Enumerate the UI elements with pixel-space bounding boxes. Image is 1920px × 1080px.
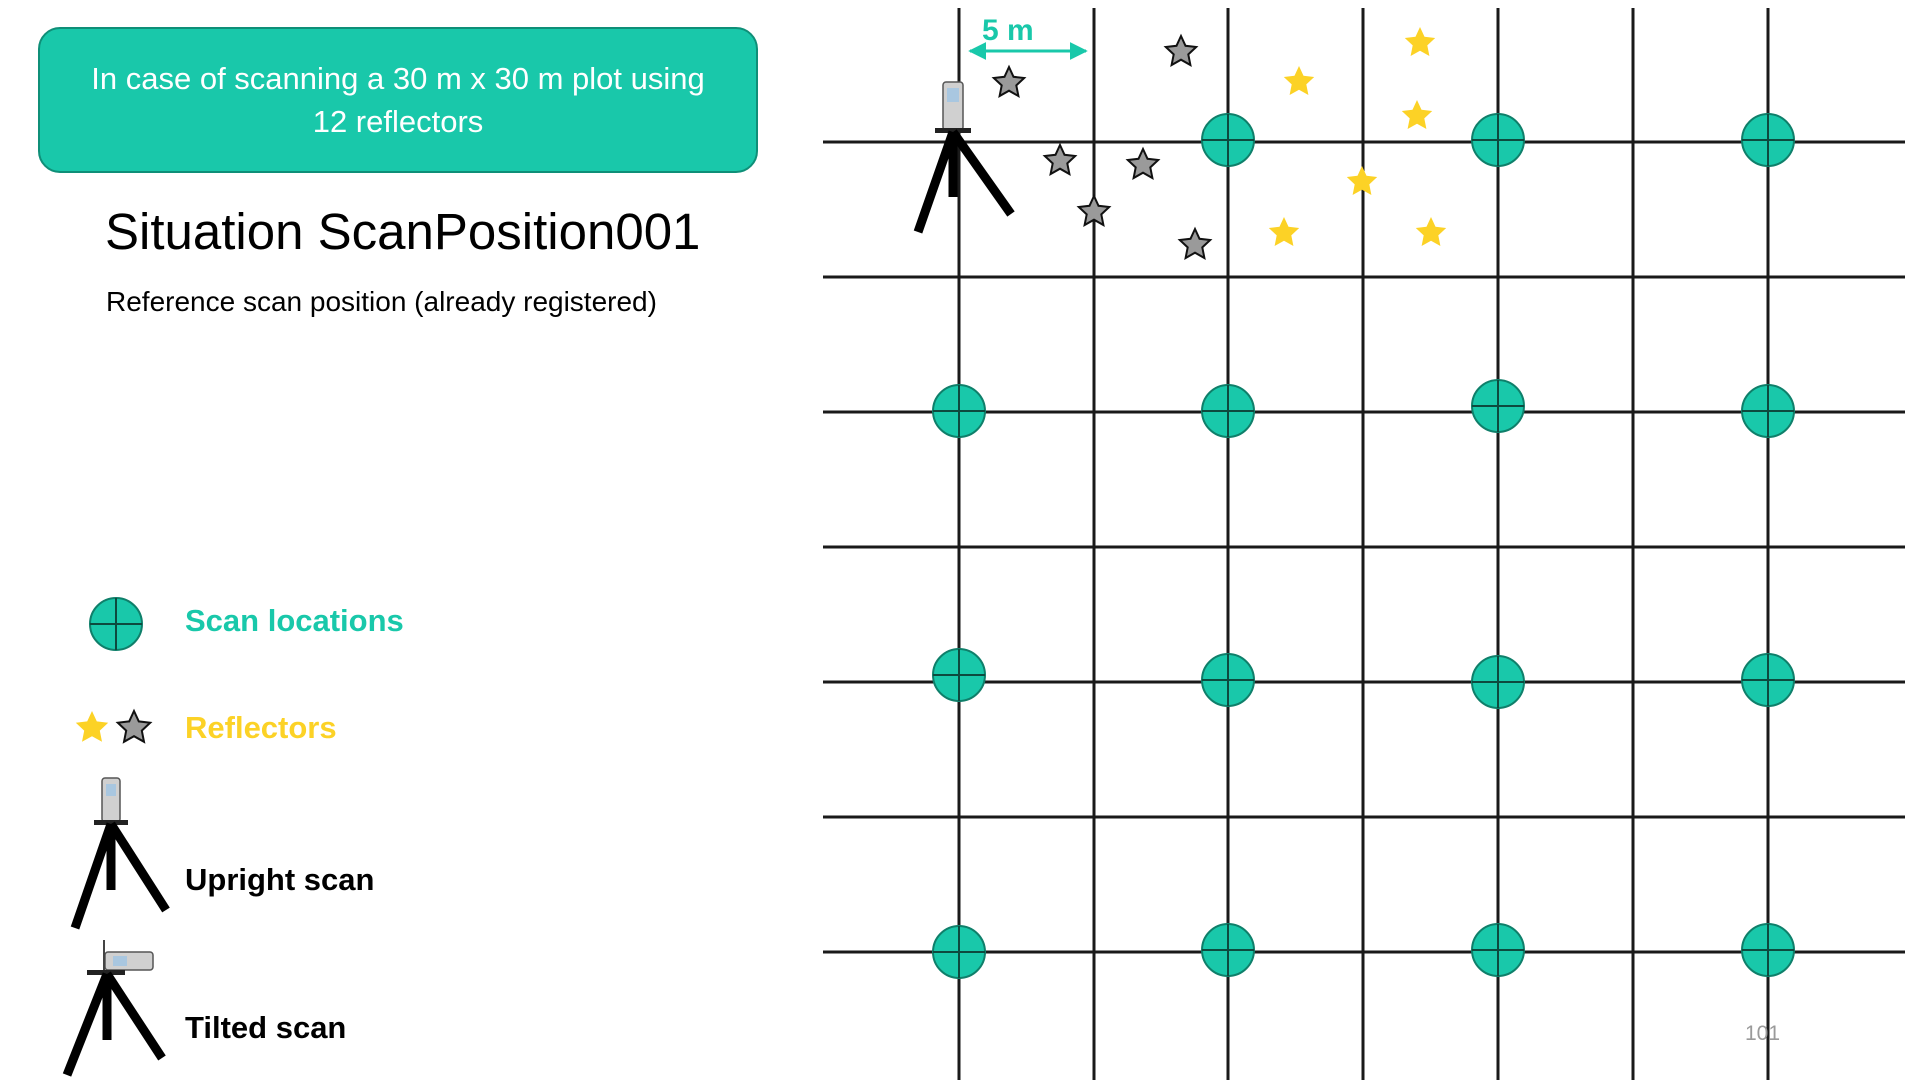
reflector-gray-star — [991, 64, 1027, 98]
scan-location-marker — [1201, 653, 1255, 707]
reflector-gray-star — [1125, 146, 1161, 180]
reflector-yellow-legend-icon — [75, 711, 109, 742]
page-number: 101 — [1745, 1022, 1781, 1045]
legend-reflectors-label: Reflectors — [185, 710, 337, 745]
scan-location-marker — [1741, 113, 1795, 167]
scan-location-marker — [1741, 653, 1795, 707]
legend-scan-locations-label: Scan locations — [185, 603, 404, 638]
upright-tripod-scanner-icon — [913, 81, 1015, 234]
scan-location-marker — [932, 648, 986, 702]
reflector-yellow-star — [1346, 166, 1378, 195]
reflector-gray-star — [1177, 226, 1213, 260]
reflector-yellow-star — [1415, 217, 1447, 246]
scan-location-marker — [1201, 923, 1255, 977]
scan-location-marker — [1741, 923, 1795, 977]
reflector-yellow-star — [1283, 66, 1315, 95]
scan-location-marker — [1471, 113, 1525, 167]
reflectors — [991, 27, 1447, 260]
scan-location-marker — [1471, 655, 1525, 709]
scan-location-marker — [1201, 384, 1255, 438]
upright-scanner-legend-icon — [70, 777, 170, 930]
scan-location-marker — [932, 384, 986, 438]
reflector-gray-legend-icon — [115, 708, 153, 744]
reflector-gray-star — [1076, 193, 1112, 227]
reflector-gray-star — [1042, 142, 1078, 176]
reflector-gray-star — [1163, 33, 1199, 67]
legend-tilted-scan-label: Tilted scan — [185, 1010, 347, 1045]
scan-location-marker — [1741, 384, 1795, 438]
distance-label: 5 m — [982, 14, 1034, 47]
slide-subtitle: Reference scan position (already registe… — [106, 286, 657, 317]
scan-location-marker — [932, 925, 986, 979]
slide-title: Situation ScanPosition001 — [105, 203, 701, 260]
scan-locations — [932, 113, 1795, 979]
tilted-scanner-legend-icon — [62, 940, 166, 1077]
reflector-yellow-star — [1404, 27, 1436, 56]
info-callout: In case of scanning a 30 m x 30 m plot u… — [38, 27, 758, 173]
reflector-yellow-star — [1401, 100, 1433, 129]
scan-location-marker — [1201, 113, 1255, 167]
scan-location-legend-icon — [89, 597, 143, 651]
legend-upright-scan-label: Upright scan — [185, 862, 375, 897]
grid-lines — [823, 8, 1905, 1080]
scan-location-marker — [1471, 379, 1525, 433]
reflector-yellow-star — [1268, 217, 1300, 246]
scan-location-marker — [1471, 923, 1525, 977]
